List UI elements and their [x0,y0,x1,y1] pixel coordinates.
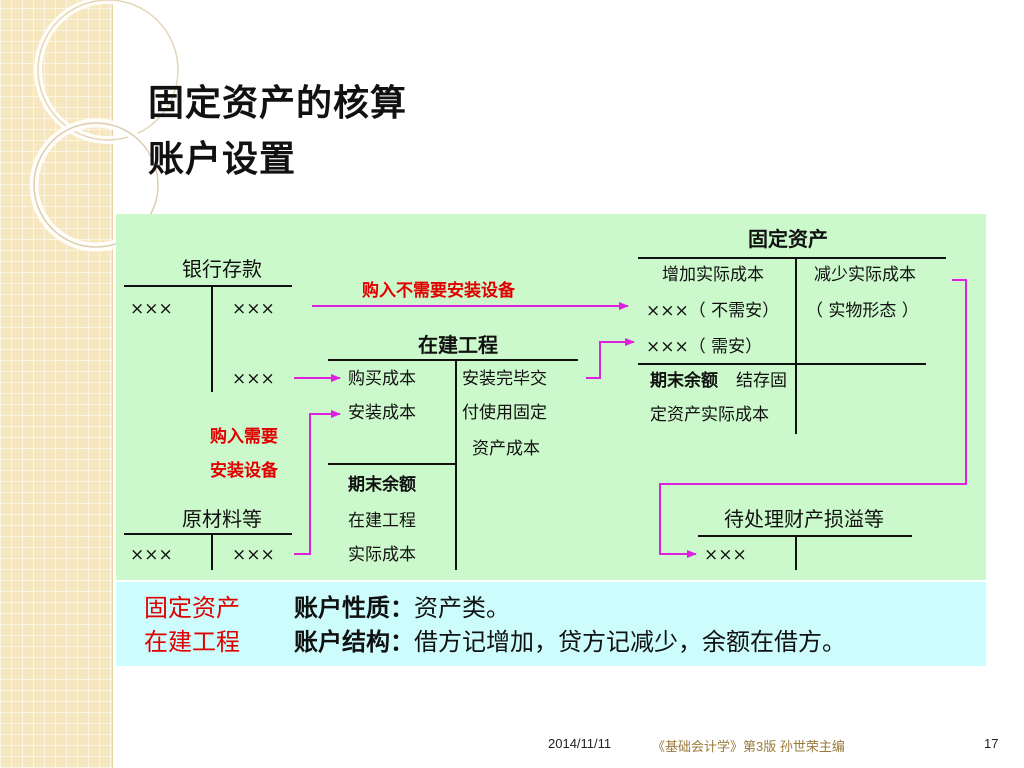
footer-page-number: 17 [984,736,999,751]
fixed-assets-credit-physical: （ 实物形态 ） [806,301,919,321]
info-structure-value: 借方记增加，贷方记减少，余额在借方。 [414,628,846,656]
cip-credit-line3: 资产成本 [472,439,540,459]
label-purchase-no-install: 购入不需要安装设备 [362,280,516,301]
fixed-assets-balance-label: 期末余额 [650,370,718,391]
raw-materials-account: 原材料等 ××× ××× [124,507,292,570]
construction-in-progress-account: 在建工程 购买成本 安装成本 安装完毕交 付使用固定 资产成本 期末余额 在建工… [328,333,578,570]
cip-balance-label: 期末余额 [348,474,416,495]
info-nature-label: 账户性质： [294,593,414,622]
fixed-assets-balance-text2: 定资产实际成本 [650,405,769,425]
fixed-assets-debit-install: ×××（ 需安） [646,337,762,357]
bank-deposit-title: 银行存款 [182,257,262,281]
cip-balance-line1: 在建工程 [348,511,416,531]
fixed-assets-title: 固定资产 [748,227,828,251]
cip-title: 在建工程 [418,333,498,357]
arrow-materials-to-cip [294,410,341,555]
account-info-panel [116,582,986,666]
cip-credit-line2: 付使用固定 [462,402,547,423]
fixed-assets-debit-header: 增加实际成本 [662,265,764,285]
arrow-cip-to-fixed-assets [586,338,635,379]
info-nature-value: 资产类。 [414,594,510,622]
cip-debit-purchase: 购买成本 [348,369,416,389]
cip-debit-install: 安装成本 [348,403,416,423]
fixed-assets-credit-header: 减少实际成本 [814,265,916,285]
account-diagram-panel [116,214,986,580]
info-account-cip: 在建工程 [144,628,240,656]
flow-arrows [294,279,967,558]
cip-balance-line2: 实际成本 [348,545,416,565]
pending-property-account: 待处理财产损溢等 ××× [698,507,912,570]
arrow-fixed-assets-to-pending [659,279,967,558]
label-purchase-install-1: 购入需要 [210,426,278,447]
info-row-structure: 在建工程 账户结构：借方记增加，贷方记减少，余额在借方。 [144,622,846,657]
raw-materials-title: 原材料等 [182,507,262,531]
slide-title-line2: 账户设置 [148,139,297,180]
bank-deposit-account: 银行存款 ××× ××× ××× [124,257,292,392]
raw-materials-debit: ××× [130,545,173,565]
fixed-assets-debit-no-install: ×××（ 不需安） [646,301,779,321]
info-structure-label: 账户结构： [294,627,414,656]
bank-deposit-credit-1: ××× [232,299,275,319]
slide-title: 固定资产的核算 账户设置 [148,76,407,188]
info-account-fixed-assets: 固定资产 [144,594,240,622]
info-row-nature: 固定资产 账户性质：资产类。 [144,588,510,623]
bank-deposit-debit: ××× [130,299,173,319]
bank-deposit-credit-2: ××× [232,369,275,389]
t-account-diagram: 银行存款 ××× ××× ××× 原材料等 ××× ××× 在建工程 购买成本 … [124,227,967,570]
fixed-assets-balance-text1: 结存固 [736,371,787,391]
raw-materials-credit: ××× [232,545,275,565]
decorative-side-strip [0,0,113,768]
decorative-circles [29,0,182,252]
slide-title-line1: 固定资产的核算 [148,83,408,124]
footer-book-title: 《基础会计学》第3版 孙世荣主编 [652,739,845,754]
footer-date: 2014/11/11 [548,736,612,751]
cip-credit-line1: 安装完毕交 [462,369,547,389]
fixed-assets-account: 固定资产 增加实际成本 减少实际成本 ×××（ 不需安） （ 实物形态 ） ××… [638,227,946,434]
pending-property-title: 待处理财产损溢等 [724,507,884,531]
label-purchase-install-2: 安装设备 [210,460,279,481]
pending-property-debit: ××× [704,545,747,565]
